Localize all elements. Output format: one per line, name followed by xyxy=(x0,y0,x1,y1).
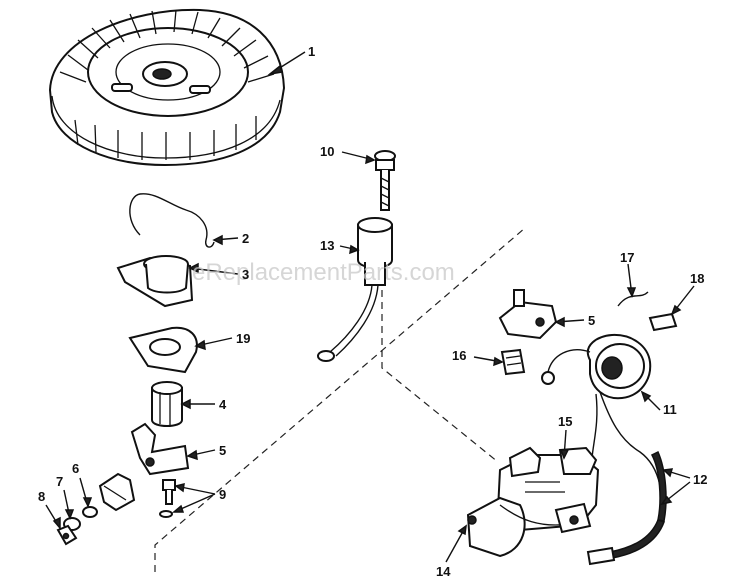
coil-leads[interactable] xyxy=(586,450,667,566)
wire-clip[interactable] xyxy=(617,291,649,307)
callout-8: 8 xyxy=(38,489,45,504)
callout-2: 2 xyxy=(242,231,249,246)
spring-clip[interactable] xyxy=(129,193,215,248)
callout-13: 13 xyxy=(320,238,334,253)
retainer-plate[interactable] xyxy=(648,312,678,332)
callout-4: 4 xyxy=(219,397,227,412)
callout-9: 9 xyxy=(219,487,226,502)
callout-7: 7 xyxy=(56,474,63,489)
callout-6: 6 xyxy=(72,461,79,476)
condenser[interactable] xyxy=(317,217,393,362)
callout-14: 14 xyxy=(436,564,451,579)
condenser-screw[interactable] xyxy=(374,150,396,211)
callout-3: 3 xyxy=(242,267,249,282)
callout-11: 11 xyxy=(663,402,677,417)
callout-19: 19 xyxy=(236,331,250,346)
leader-lines xyxy=(45,51,695,563)
callout-18: 18 xyxy=(690,271,704,286)
callout-17: 17 xyxy=(620,250,634,265)
breaker-contact-assembly[interactable] xyxy=(56,472,136,546)
callout-12: 12 xyxy=(693,472,707,487)
callout-5-right: 5 xyxy=(588,313,595,328)
flywheel[interactable] xyxy=(48,8,286,167)
ignition-coil[interactable] xyxy=(541,333,663,521)
callout-15: 15 xyxy=(558,414,572,429)
assembly-guide-lines xyxy=(154,227,526,572)
breaker-arm[interactable] xyxy=(130,422,190,476)
watermark: eReplacementParts.com xyxy=(192,259,455,286)
screw-and-washer[interactable] xyxy=(159,479,176,518)
callout-labels: 1 2 3 19 4 5 9 6 7 8 10 13 5 16 17 18 11… xyxy=(38,44,707,579)
breaker-box[interactable] xyxy=(466,446,600,558)
callout-5-left: 5 xyxy=(219,443,226,458)
spring-clip-small[interactable] xyxy=(500,348,526,376)
callout-16: 16 xyxy=(452,348,466,363)
callout-10: 10 xyxy=(320,144,334,159)
bushing[interactable] xyxy=(151,381,183,427)
callout-1: 1 xyxy=(308,44,315,59)
hub-bracket[interactable] xyxy=(116,255,194,308)
coil-bracket[interactable] xyxy=(498,289,558,340)
washer-plate[interactable] xyxy=(128,326,198,374)
